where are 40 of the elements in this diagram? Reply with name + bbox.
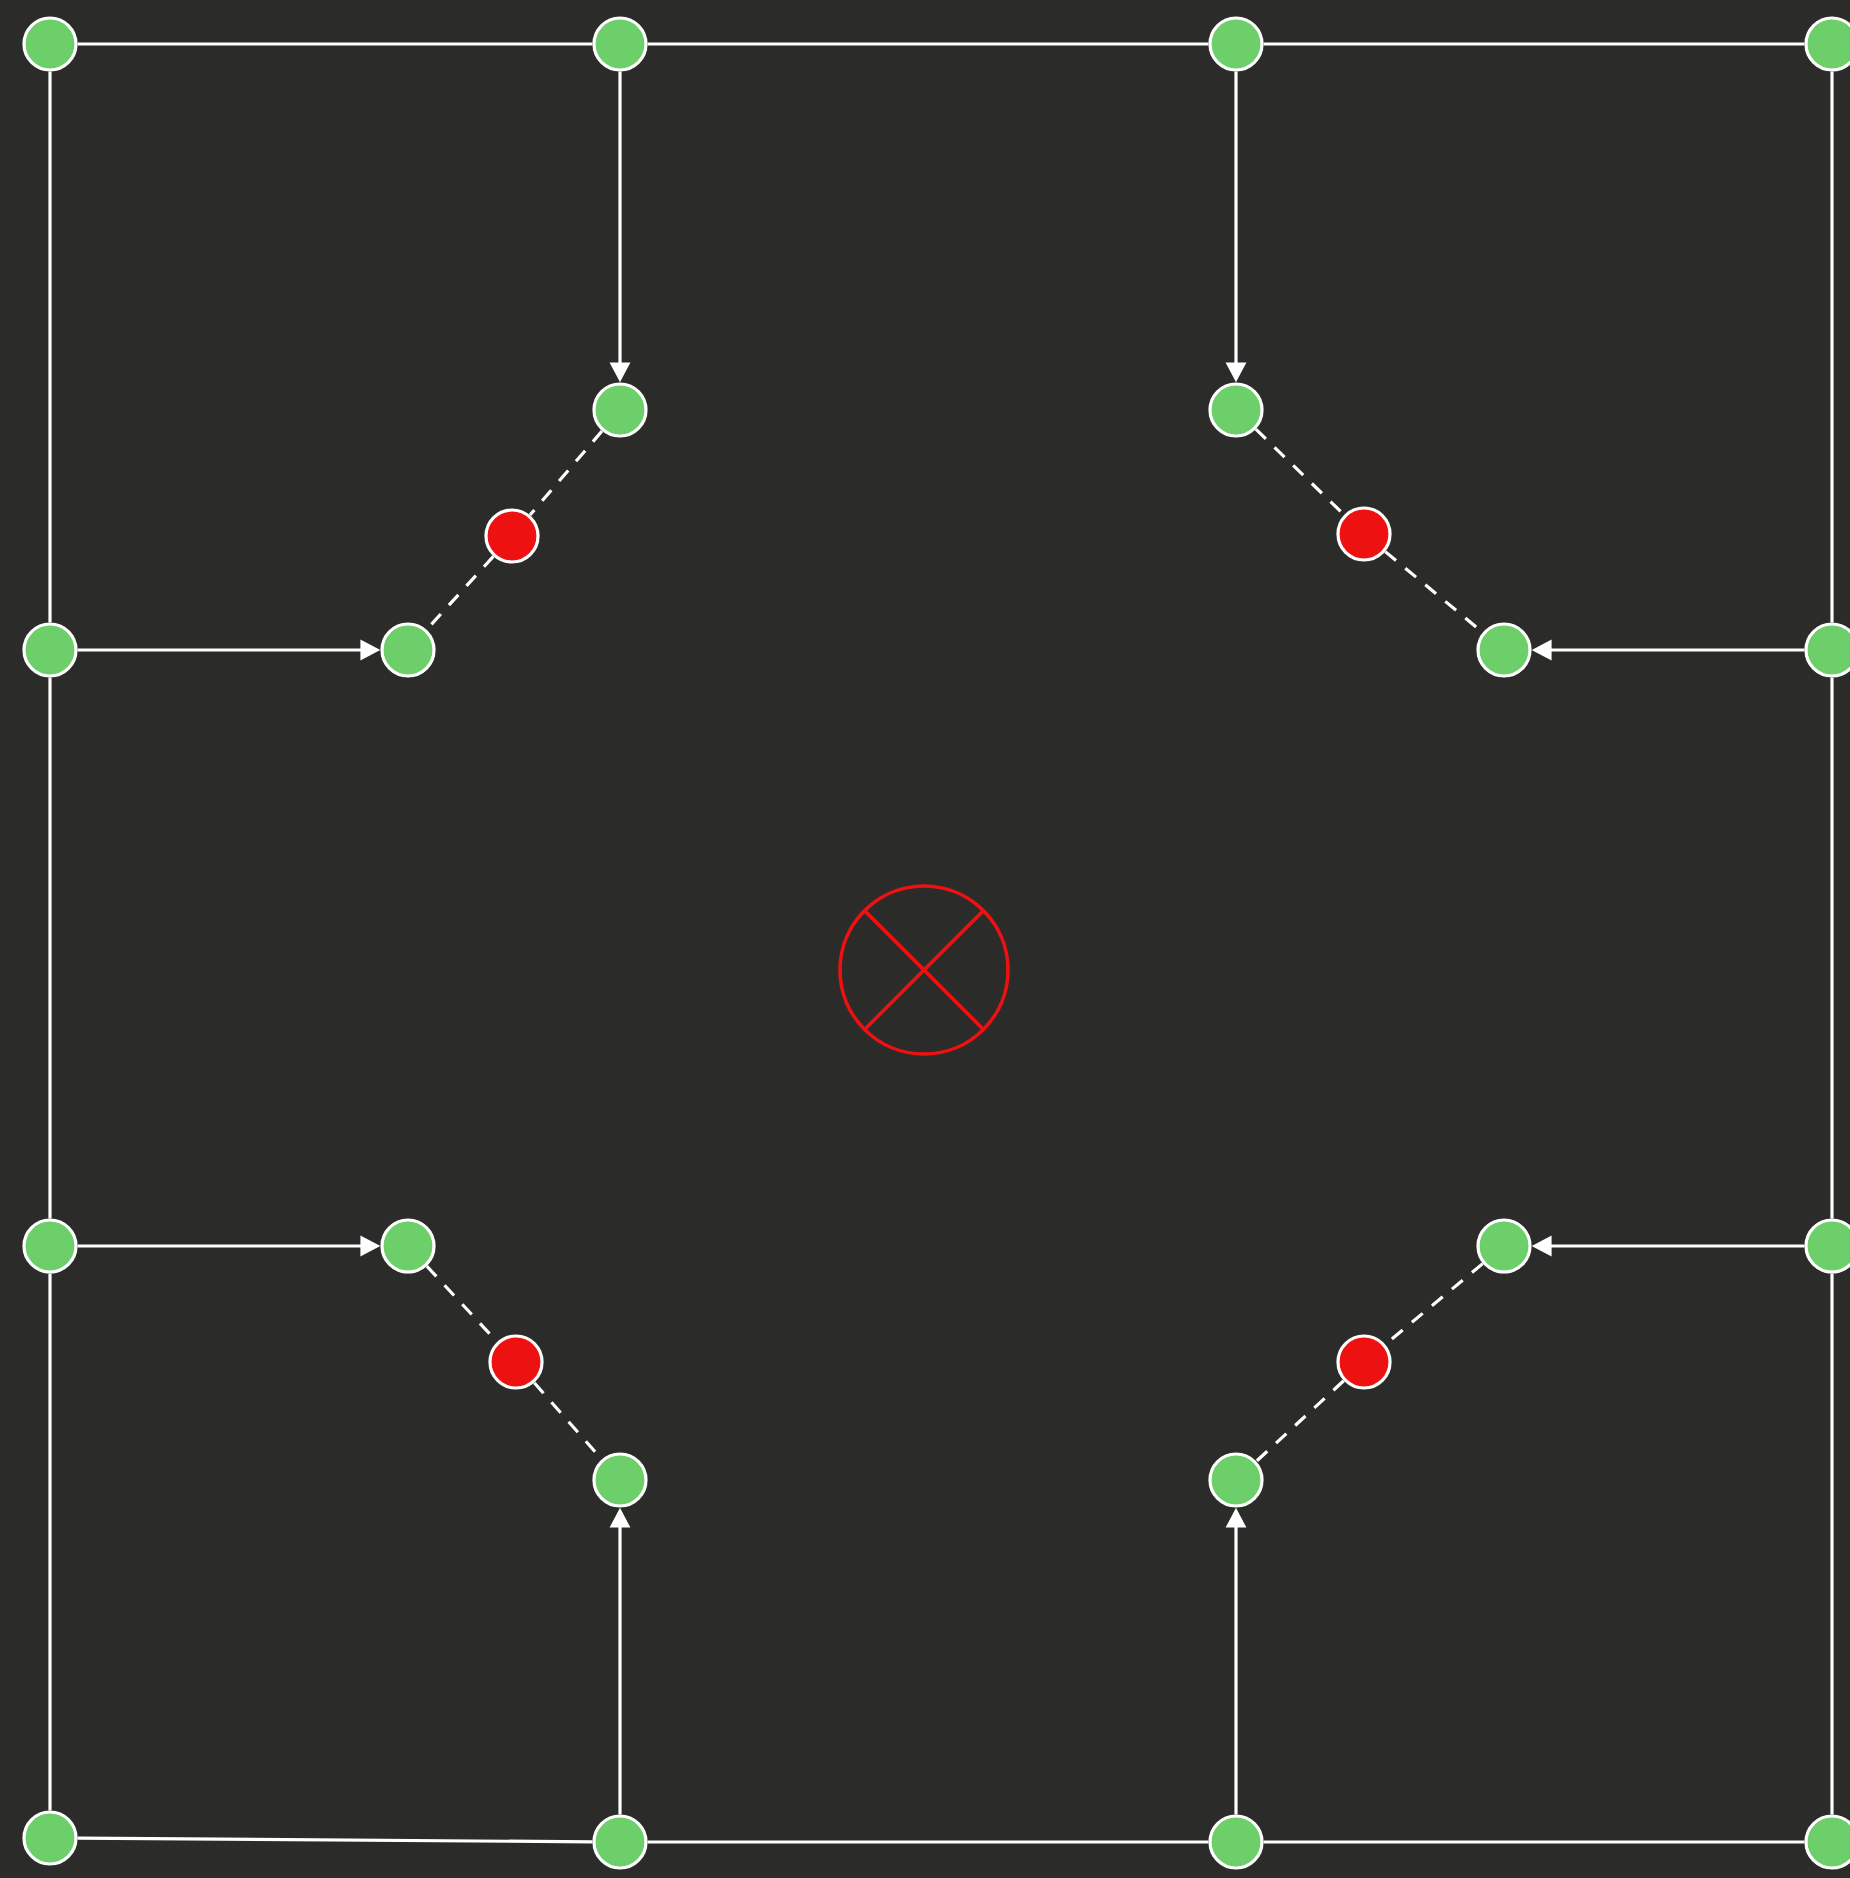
line <box>1830 71 1834 623</box>
node-dot <box>380 622 436 678</box>
node-dot <box>1804 622 1850 678</box>
line <box>1263 1840 1805 1844</box>
dashed-line <box>425 555 495 631</box>
node-dot <box>22 16 78 72</box>
node-dot <box>592 1452 648 1508</box>
node-dot <box>1208 1452 1264 1508</box>
node-dot <box>1208 16 1264 72</box>
node-dot <box>1208 1814 1264 1870</box>
node-dot <box>1208 382 1264 438</box>
marker-dot <box>1336 506 1392 562</box>
line <box>647 1840 1209 1844</box>
marker-dot <box>484 508 540 564</box>
node-dot <box>592 16 648 72</box>
node-dot <box>1476 1218 1532 1274</box>
node-dot <box>592 382 648 438</box>
node-dot <box>22 1810 78 1866</box>
node-dot <box>22 622 78 678</box>
node-dot <box>1804 1218 1850 1274</box>
dashed-line <box>1254 428 1346 516</box>
node-dot <box>22 1218 78 1274</box>
line <box>1830 1273 1834 1815</box>
node-dot <box>592 1814 648 1870</box>
line <box>77 1836 593 1844</box>
node-dot <box>1804 1814 1850 1870</box>
line <box>1830 677 1834 1219</box>
marker-dot <box>488 1334 544 1390</box>
dashed-line <box>528 429 604 517</box>
line <box>48 1273 52 1811</box>
node-dot <box>1804 16 1850 72</box>
node-dot <box>1476 622 1532 678</box>
dashed-line <box>1255 1379 1345 1463</box>
line <box>77 42 593 46</box>
line <box>1263 42 1805 46</box>
line <box>48 677 52 1219</box>
line <box>48 71 52 623</box>
marker-dot <box>1336 1334 1392 1390</box>
node-dot <box>380 1218 436 1274</box>
line <box>647 42 1209 46</box>
